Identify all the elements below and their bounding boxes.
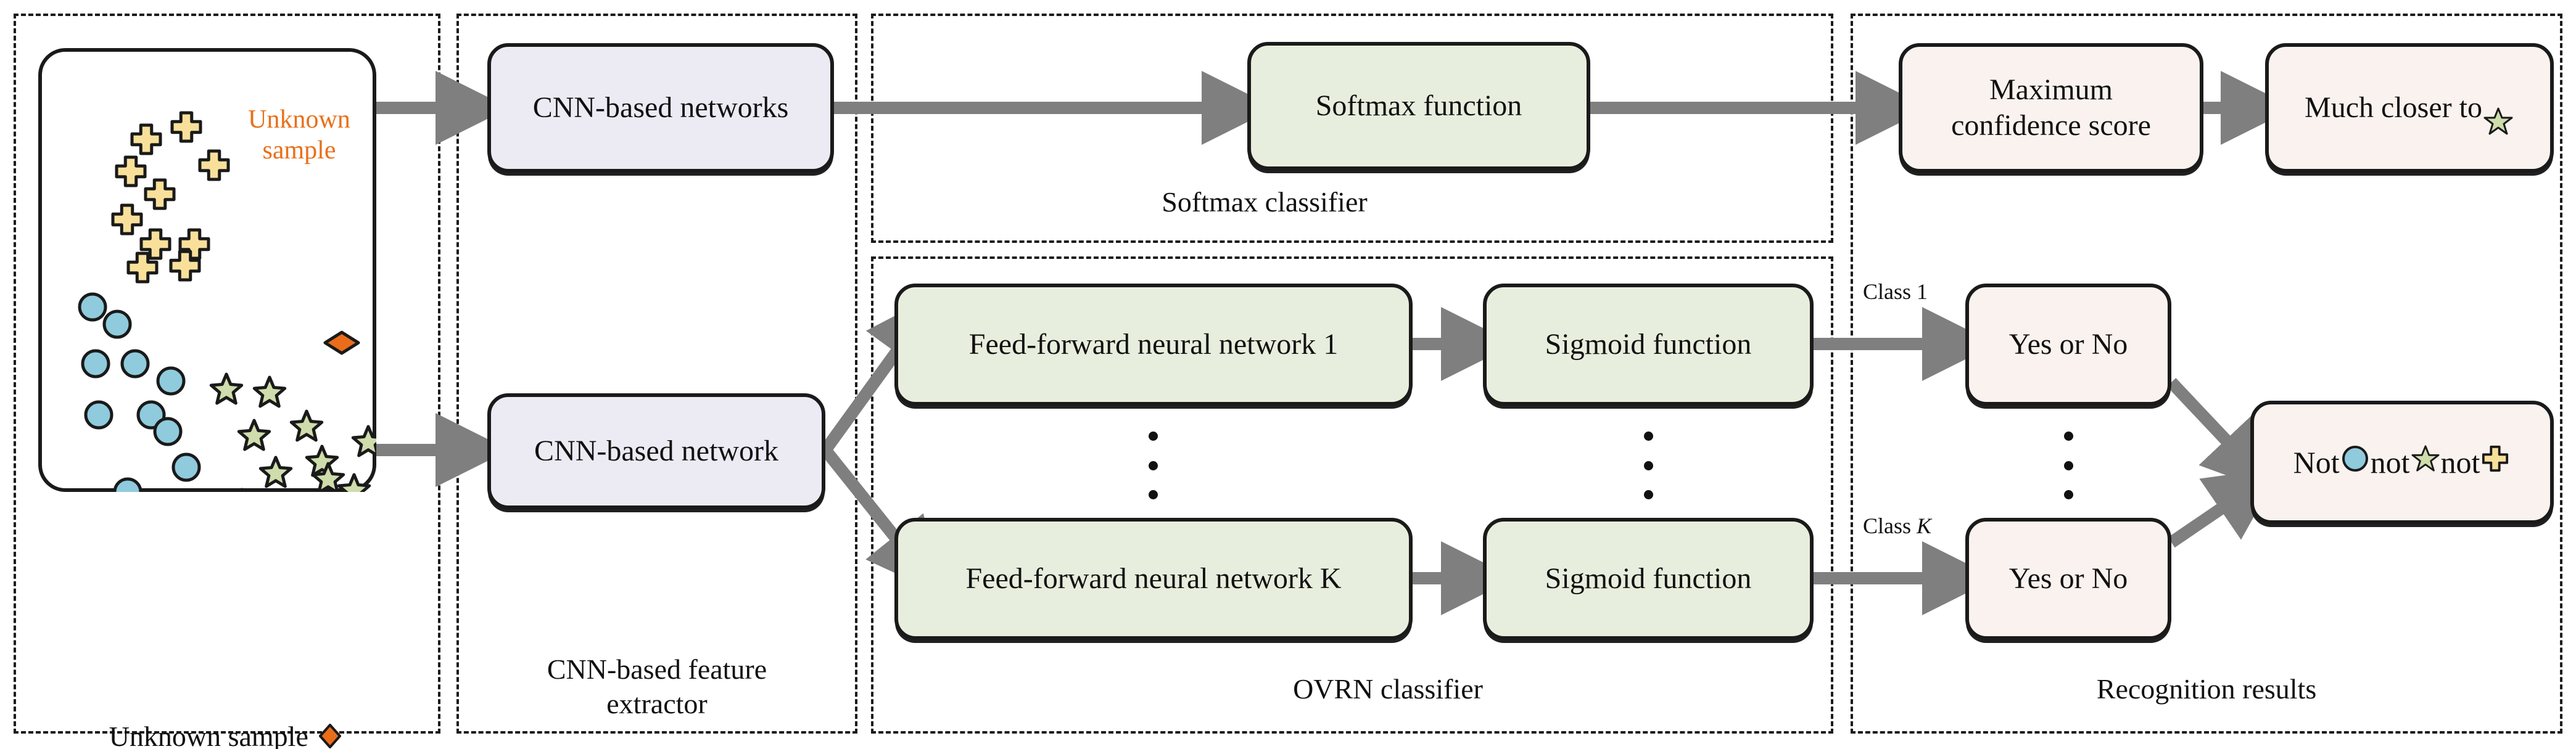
scatter-marker-circle (120, 349, 150, 379)
scatter-marker-circle (81, 349, 110, 379)
node-ffnn-1[interactable]: Feed-forward neural network 1 (894, 284, 1413, 406)
unknown-sample-inline-label: Unknown sample (248, 105, 350, 165)
diamond-icon (316, 688, 344, 749)
node-yes-or-no-k[interactable]: Yes or No (1965, 518, 2171, 640)
scatter-marker-cross (130, 123, 162, 155)
scatter-marker-star (258, 456, 293, 488)
scatter-marker-star (337, 473, 371, 492)
node-label: Yes or No (2008, 562, 2128, 596)
scatter-marker-cross (169, 250, 201, 282)
node-label: Softmax function (1315, 89, 1522, 123)
node-sigmoid-k[interactable]: Sigmoid function (1483, 518, 1814, 640)
node-sigmoid-1[interactable]: Sigmoid function (1483, 284, 1814, 406)
scatter-marker-star (289, 409, 324, 442)
caption-ovrn: OVRN classifier (1293, 673, 1483, 705)
edge-label-class-k: Class K (1863, 513, 1931, 539)
panel-results (1851, 14, 2562, 734)
class-k-prefix: Class (1863, 514, 1917, 538)
scatter-marker-cross (115, 155, 147, 187)
panel-softmax (871, 14, 1833, 243)
scatter-marker-star (351, 425, 376, 457)
node-ffnn-k[interactable]: Feed-forward neural network K (894, 518, 1413, 640)
node-label: CNN-based network (534, 435, 778, 468)
scatter-marker-cross (126, 252, 159, 284)
panel-input (14, 14, 440, 734)
scatter-marker-star (239, 488, 245, 492)
node-label: Sigmoid function (1545, 562, 1752, 596)
caption-results: Recognition results (2096, 673, 2317, 705)
vertical-dots-sigmoid (1644, 432, 1653, 499)
scatter-marker-circle (171, 452, 201, 482)
scatter-marker-circle (156, 366, 186, 396)
node-label: Much closer to (2305, 91, 2482, 125)
caption-input: Unknown sample as input (25, 653, 429, 749)
scatter-marker-cross (139, 228, 171, 260)
caption-text: Unknown sample (109, 721, 316, 749)
scatter-marker-unknown-diamond (323, 330, 360, 355)
node-much-closer-to[interactable]: Much closer to (2265, 43, 2554, 173)
scatter-marker-cross (144, 178, 176, 210)
not-word-2: not (2370, 445, 2410, 480)
star-icon (2411, 444, 2440, 481)
scatter-marker-circle (113, 477, 142, 492)
node-softmax-function[interactable]: Softmax function (1247, 42, 1590, 170)
cross-icon (2481, 444, 2509, 481)
node-maximum-confidence-score[interactable]: Maximum confidence score (1899, 43, 2203, 173)
node-label: Sigmoid function (1545, 328, 1752, 361)
scatter-marker-cross (111, 203, 143, 235)
node-cnn-based-networks[interactable]: CNN-based networks (487, 43, 834, 173)
scatter-markers (78, 111, 376, 492)
scatter-marker-circle (153, 417, 183, 446)
vertical-dots-ffnn (1149, 432, 1158, 499)
scatter-marker-star (252, 375, 287, 408)
circle-icon (2341, 444, 2369, 481)
star-icon (2483, 71, 2513, 144)
caption-extractor: CNN-based feature extractor (547, 653, 767, 720)
node-not-result[interactable]: Not not not (2250, 401, 2554, 524)
scatter-marker-circle (84, 400, 114, 430)
node-yes-or-no-1[interactable]: Yes or No (1965, 284, 2171, 406)
not-word-1: Not (2293, 445, 2340, 480)
scatter-marker-cross (198, 149, 230, 181)
caption-softmax: Softmax classifier (1162, 186, 1368, 218)
scatter-marker-circle (78, 292, 107, 322)
edge-label-class-1: Class 1 (1863, 279, 1928, 304)
scatter-marker-circle (102, 309, 132, 339)
node-label: Feed-forward neural network K (965, 562, 1342, 596)
node-cnn-based-network[interactable]: CNN-based network (487, 393, 825, 509)
scatter-marker-star (311, 462, 345, 492)
scatter-marker-cross (178, 228, 210, 260)
class-k-symbol: K (1917, 514, 1932, 538)
vertical-dots-yesno (2064, 432, 2073, 499)
node-label: CNN-based networks (532, 91, 789, 125)
not-result-text: Not not not (2293, 444, 2511, 481)
scatter-marker-star (209, 372, 244, 405)
not-word-3: not (2440, 445, 2480, 480)
node-label: Yes or No (2008, 328, 2128, 361)
scatter-marker-star (237, 419, 271, 451)
node-label: Maximum confidence score (1951, 73, 2151, 142)
scatter-marker-cross (170, 111, 202, 143)
node-label: Feed-forward neural network 1 (968, 328, 1339, 361)
